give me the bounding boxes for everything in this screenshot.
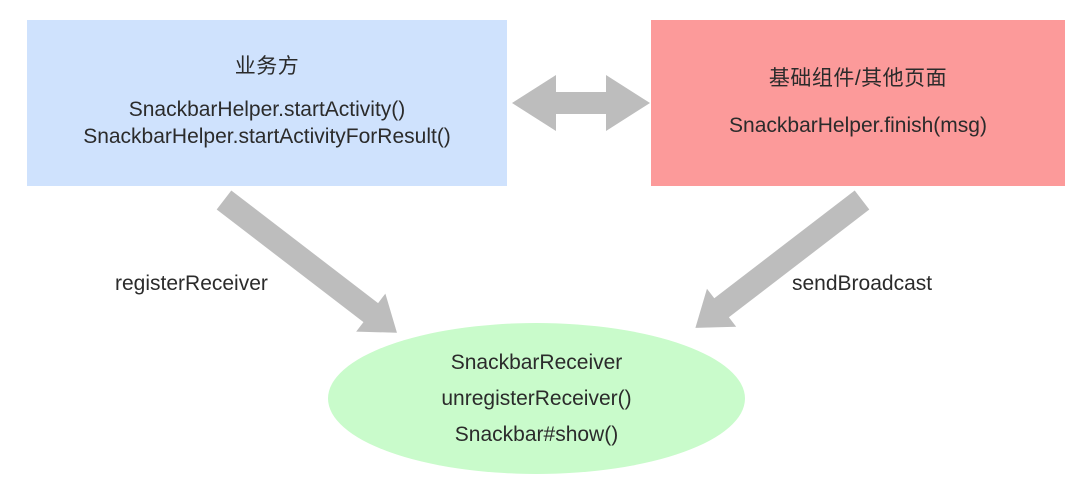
edge-label-register-receiver: registerReceiver xyxy=(115,272,268,295)
edge-label-send-broadcast: sendBroadcast xyxy=(792,272,933,295)
node-receiver-ellipse[interactable]: SnackbarReceiver unregisterReceiver() Sn… xyxy=(328,323,745,474)
node-receiver-line-2: unregisterReceiver() xyxy=(441,386,632,410)
node-business-line-1: SnackbarHelper.startActivity() xyxy=(128,97,406,121)
node-business-box[interactable]: 业务方 SnackbarHelper.startActivity() Snack… xyxy=(27,20,507,186)
node-receiver-line-3: Snackbar#show() xyxy=(454,422,619,446)
node-receiver-line-1: SnackbarReceiver xyxy=(450,350,623,374)
arrow-business-receiver xyxy=(216,190,397,333)
node-business-line-2: SnackbarHelper.startActivityForResult() xyxy=(83,125,451,149)
arrow-components-receiver xyxy=(695,190,870,328)
node-components-line-1: SnackbarHelper.finish(msg) xyxy=(729,114,987,137)
node-components-box[interactable]: 基础组件/其他页面 SnackbarHelper.finish(msg) xyxy=(651,20,1065,186)
arrow-business-components-bidirectional xyxy=(512,75,650,131)
node-components-title: 基础组件/其他页面 xyxy=(768,67,948,91)
node-business-title: 业务方 xyxy=(234,54,300,78)
